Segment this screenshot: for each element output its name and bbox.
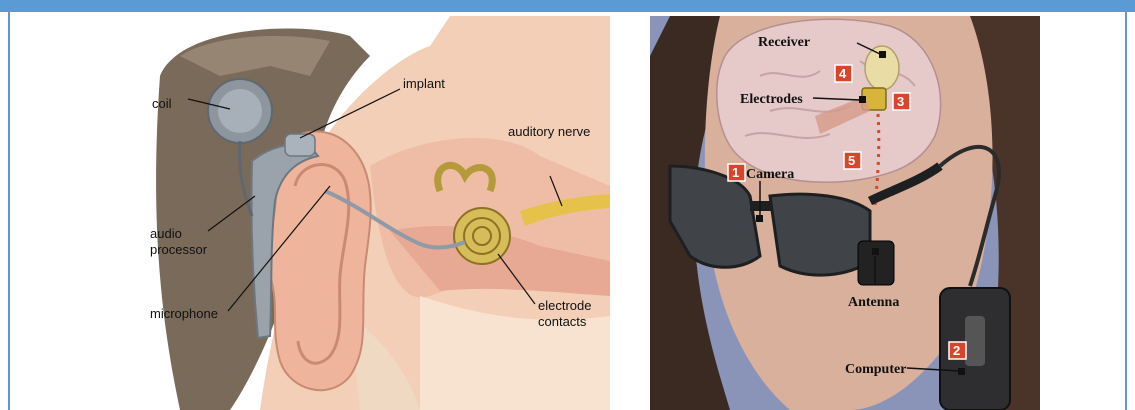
label-auditory-nerve: auditory nerve <box>508 124 590 139</box>
ear-illustration: coil implant auditory nerve audio proces… <box>120 16 610 410</box>
label-receiver: Receiver <box>758 35 810 50</box>
label-electrode: electrode <box>538 298 591 313</box>
svg-text:3: 3 <box>897 94 904 109</box>
visual-prosthesis-illustration: Receiver Electrodes Camera Antenna Compu… <box>650 16 1040 410</box>
header-band <box>0 0 1135 12</box>
step-badge-3: 3 <box>893 93 910 110</box>
label-electrodes: Electrodes <box>740 92 803 107</box>
label-audio: audio <box>150 226 182 241</box>
step-badge-4: 4 <box>835 65 852 82</box>
label-antenna: Antenna <box>848 295 899 310</box>
label-camera: Camera <box>746 167 794 182</box>
label-implant: implant <box>403 76 445 91</box>
step-badge-2: 2 <box>949 342 966 359</box>
label-contacts: contacts <box>538 314 587 329</box>
label-microphone: microphone <box>150 306 218 321</box>
step-badge-5: 5 <box>844 152 861 169</box>
label-computer: Computer <box>845 362 906 377</box>
label-processor: processor <box>150 242 208 257</box>
label-coil: coil <box>152 96 172 111</box>
cochlear-implant-diagram: coil implant auditory nerve audio proces… <box>120 16 610 410</box>
antenna <box>858 241 894 285</box>
svg-text:2: 2 <box>953 343 960 358</box>
visual-prosthesis-diagram: Receiver Electrodes Camera Antenna Compu… <box>650 16 1040 410</box>
svg-text:5: 5 <box>848 153 855 168</box>
left-border <box>8 12 10 410</box>
right-border <box>1125 12 1127 410</box>
implant <box>285 134 315 156</box>
step-badge-1: 1 <box>728 164 745 181</box>
svg-text:1: 1 <box>732 165 739 180</box>
svg-text:4: 4 <box>839 66 847 81</box>
